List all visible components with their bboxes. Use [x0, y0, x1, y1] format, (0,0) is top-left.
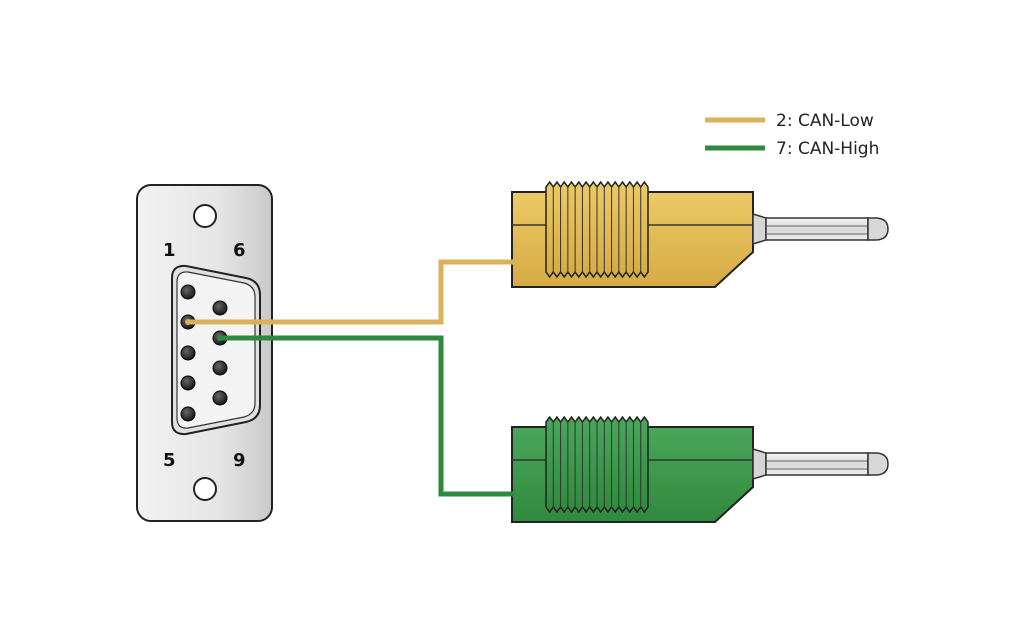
pin-hole-8 [212, 360, 228, 376]
pin-hole-3 [180, 345, 196, 361]
wire-can-high [220, 335, 514, 497]
plug-collar [752, 212, 767, 246]
wire-end-pin-2 [185, 319, 191, 325]
mounting-hole-top [193, 204, 217, 228]
legend: 2: CAN-Low 7: CAN-High [705, 111, 879, 159]
wire-end-pin-7 [217, 335, 223, 341]
pin-label-6: 6 [233, 240, 246, 261]
plug-pin-shaft [765, 217, 869, 241]
pin-label-5: 5 [163, 450, 176, 471]
banana-plug-can-high [511, 415, 889, 523]
wire-can-low [188, 259, 514, 325]
pin-hole-4 [180, 375, 196, 391]
d-shell-inner [176, 271, 256, 429]
legend-label-can-low: 2: CAN-Low [776, 111, 874, 131]
pin-hole-9 [212, 390, 228, 406]
plug-pin-tip [867, 217, 889, 241]
pin-hole-5 [180, 406, 196, 422]
db9-connector: 1 6 5 9 [136, 184, 273, 522]
pin-label-1: 1 [163, 240, 176, 261]
pin-label-9: 9 [233, 450, 246, 471]
legend-label-can-high: 7: CAN-High [776, 139, 879, 159]
plug-collar [752, 447, 767, 481]
wires [185, 259, 514, 497]
legend-item-can-high: 7: CAN-High [705, 139, 879, 159]
mounting-hole-bottom [193, 477, 217, 501]
pin-hole-6 [212, 300, 228, 316]
legend-item-can-low: 2: CAN-Low [705, 111, 874, 131]
plug-pin-shaft [765, 452, 869, 476]
plug-pin-tip [867, 452, 889, 476]
pin-hole-1 [180, 284, 196, 300]
banana-plug-can-low [511, 180, 889, 288]
